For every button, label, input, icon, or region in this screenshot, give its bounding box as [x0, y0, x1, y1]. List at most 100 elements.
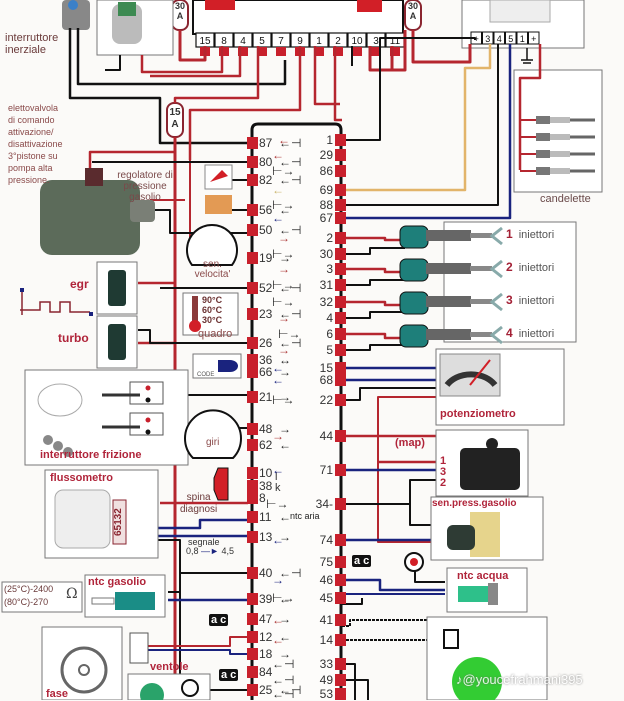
ecu-pin-pad — [247, 511, 258, 523]
ecu-pin-pad — [247, 137, 258, 149]
map-pin: 2 — [440, 477, 447, 489]
temp-scale: 90°C 60°C 30°C — [202, 295, 222, 325]
clutch-switch-label: interruttore frizione — [40, 449, 142, 461]
ecu-pin-pad — [247, 567, 258, 579]
ecu-right-pin-number: 74 — [319, 533, 333, 547]
ecu-pin-pad — [335, 199, 346, 211]
clutch-switch-box — [24, 369, 189, 466]
ecu-right-pin-number: 46 — [319, 573, 333, 587]
ecu-right-pin-direction: ←⊣ — [272, 687, 295, 701]
glow-relay-terminal-label: 3 — [485, 34, 490, 44]
ecu-pin-pad — [335, 263, 346, 275]
glow-relay-terminal — [482, 31, 494, 45]
air-flow-meter-label: flussometro — [50, 472, 113, 484]
glow-plug-icon — [536, 150, 550, 158]
relay-terminal-pad — [390, 47, 400, 56]
rpm-gauge-icon — [184, 409, 242, 459]
ecu-pin-pad — [247, 648, 258, 660]
pressure-regulator-label: regolatore di pressione gasolio — [110, 170, 180, 203]
temp-gauge-box — [182, 292, 239, 336]
relay-terminal-pad — [314, 47, 324, 56]
injector-text: iniettori — [518, 328, 555, 340]
injector-number: 4 — [506, 326, 513, 340]
ecu-pin-pad — [247, 308, 258, 320]
label-line: attivazione/ — [8, 127, 54, 137]
label-line: di comando — [8, 115, 55, 125]
label-line: pressione. — [8, 175, 50, 185]
k-line-label: l k — [275, 472, 281, 494]
dashboard-label: quadro — [198, 328, 233, 340]
ac-badge: a c — [209, 614, 229, 626]
coolant-temp-icon — [404, 552, 424, 572]
ecu-right-pin-direction: ← — [272, 613, 284, 627]
signal-min: 0,8 — [186, 546, 199, 556]
relay-terminal-pad — [352, 47, 362, 56]
ecu-right-pin-number: 33 — [319, 657, 333, 671]
relay-terminal-label: 9 — [297, 36, 303, 47]
arrow-icon: ―► — [201, 546, 219, 556]
ecu-right-pin-number: 69 — [319, 183, 333, 197]
ecu-pin-pad — [335, 430, 346, 442]
ecu-pin-pad — [247, 366, 258, 378]
potentiometer-label: potenziometro — [440, 408, 516, 420]
ecu-left-pin-number: 13 — [259, 530, 273, 544]
label-line: 30°C — [202, 315, 223, 325]
ecu-right-pin-number: 75 — [319, 555, 333, 569]
ntc-gasolio-values-box — [1, 581, 83, 613]
label-line: 3°pistone su — [8, 151, 58, 161]
ecu-left-pin-direction: → — [279, 612, 291, 626]
ecu-right-pin-direction: ⊢→ — [278, 327, 301, 341]
label-line: diagnosi — [180, 504, 218, 515]
injector-relay-icon — [204, 164, 233, 190]
ecu-pin-pad — [247, 684, 258, 696]
ecu-left-pin-direction: → — [279, 390, 291, 404]
ecu-left-pin-number: 50 — [259, 223, 273, 237]
ecu-left-pin-number: 56 — [259, 203, 273, 217]
ecu-right-pin-number: 86 — [319, 164, 333, 178]
ecu-pin-pad — [247, 439, 258, 451]
ecu-left-pin-number: 66 — [259, 365, 273, 379]
ecu-left-pin-direction: → — [279, 365, 291, 379]
ecu-pin-pad — [247, 224, 258, 236]
map-pin: 1 — [440, 455, 447, 467]
phase-sensor-box — [41, 626, 149, 700]
ecu-left-pin-direction: → — [279, 647, 291, 661]
watermark: ♪@youcefrahmani395 — [456, 672, 583, 687]
air-flow-meter-box — [44, 469, 159, 559]
ecu-right-pin-direction: ⊢→ — [272, 198, 295, 212]
ecu-right-pin-direction: ⊢→ — [272, 247, 295, 261]
injector-connector-icon — [399, 225, 429, 249]
ecu-left-pin-number: 8 — [259, 491, 266, 505]
injector-connector-icon — [399, 258, 429, 282]
fuel-pressure-sensor-label: sen.press.gasolio — [432, 498, 517, 509]
ecu-right-pin-number: 1 — [326, 133, 333, 147]
ecu-left-pin-number: 26 — [259, 336, 273, 350]
ecu-pin-pad — [335, 614, 346, 626]
label-line: pressione — [123, 181, 167, 192]
ecu-right-pin-direction: → — [278, 311, 290, 325]
spray-icon — [489, 226, 503, 246]
ecu-left-pin-direction: ← — [279, 592, 291, 606]
accelerator-pedal-box — [435, 348, 565, 426]
spray-icon — [489, 259, 503, 279]
injector-icon — [426, 263, 471, 274]
relay-terminal-label: 11 — [390, 36, 401, 47]
ecu-right-pin-number: 34- — [315, 497, 333, 511]
ecu-left-pin-direction: ←⊣ — [279, 136, 302, 150]
glow-plug-icon — [536, 133, 550, 141]
ecu-left-pin-number: 48 — [259, 422, 273, 436]
ecu-right-pin-number: 2 — [326, 231, 333, 245]
ecu-pin-pad — [247, 613, 258, 625]
ecu-right-pin-direction: ← — [278, 133, 290, 147]
ntc-gasolio-box — [84, 574, 166, 618]
map-pins: 1 3 2 — [440, 456, 446, 489]
glow-relay-terminal — [516, 31, 528, 45]
glow-plug-body — [550, 168, 570, 174]
ecu-pin-pad — [247, 391, 258, 403]
ecu-right-pin-number: 15 — [319, 361, 333, 375]
injectors-box — [399, 221, 577, 348]
signal-range: 0,8 ―► 4,5 — [186, 545, 234, 557]
ecu-pin-pad — [335, 464, 346, 476]
ecu-left-pin-number: 80 — [259, 155, 273, 169]
